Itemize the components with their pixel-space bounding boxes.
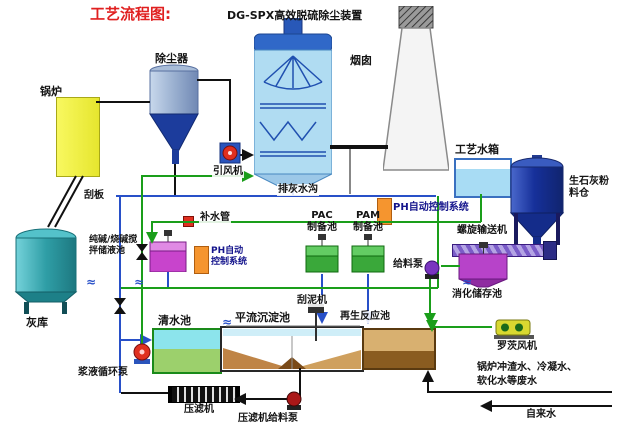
water-wave-symbol: ≈ bbox=[462, 275, 473, 289]
pac-tank-label: PAC 制备池 bbox=[307, 210, 337, 233]
boiler-label: 锅炉 bbox=[40, 85, 62, 98]
induced-fan-label: 引风机 bbox=[212, 166, 244, 178]
wastewater-label: 锅炉冲渣水、冷凝水、 软化水等废水 bbox=[477, 362, 577, 387]
water-wave-symbol: ≈ bbox=[222, 315, 233, 329]
dust-collector-label: 除尘器 bbox=[155, 52, 188, 65]
induced-fan-icon bbox=[219, 142, 241, 164]
filter-press-pump-label: 压滤机给料泵 bbox=[238, 413, 298, 424]
conveyor-motor-icon bbox=[543, 241, 557, 260]
tower-internals bbox=[259, 55, 326, 157]
lime-silo-label: 生石灰粉 料仓 bbox=[569, 176, 609, 199]
boiler bbox=[56, 97, 100, 177]
clear-water-tank-label: 清水池 bbox=[158, 314, 191, 327]
filter-press-feed-pump-icon bbox=[286, 391, 302, 410]
ph-control-box-left bbox=[194, 246, 209, 274]
alkali-mixing-tank bbox=[149, 230, 187, 272]
sedimentation-tank bbox=[220, 326, 364, 372]
chimney bbox=[383, 6, 449, 171]
valve-icon bbox=[114, 298, 126, 314]
lime-silo bbox=[510, 155, 565, 245]
mud-scraper-icon bbox=[226, 304, 360, 341]
wastewater-pipe bbox=[422, 370, 612, 393]
feed-pump-icon bbox=[424, 260, 440, 279]
valve-icon bbox=[136, 244, 148, 260]
ph-system-left-label: PH自动 控制系统 bbox=[211, 246, 248, 267]
regeneration-tank bbox=[362, 328, 436, 370]
alkali-tank-label: 纯碱/烧碱搅 拌储液池 bbox=[89, 235, 138, 256]
digestion-tank-label: 消化储存池 bbox=[452, 289, 502, 300]
digestion-tank bbox=[458, 242, 508, 288]
pam-tank-label: PAM 制备池 bbox=[353, 210, 383, 233]
scraper-label: 刮板 bbox=[84, 190, 104, 201]
sedimentation-tank-label: 平流沉淀池 bbox=[235, 311, 290, 324]
page-title: 工艺流程图: bbox=[90, 5, 171, 23]
pipes-black bbox=[47, 79, 612, 406]
makeup-water-pipe bbox=[146, 221, 481, 244]
slurry-pump-icon bbox=[133, 343, 151, 364]
regeneration-tank-label: 再生反应池 bbox=[339, 311, 391, 323]
dust-collector bbox=[149, 64, 199, 164]
filter-press-label: 压滤机 bbox=[184, 404, 214, 415]
makeup-pipe-label: 补水管 bbox=[199, 212, 231, 224]
pac-tank bbox=[305, 234, 339, 273]
screw-conveyor-label: 螺旋输送机 bbox=[457, 225, 507, 236]
ph-system-right-label: PH自动控制系统 bbox=[393, 202, 469, 213]
pam-tank bbox=[351, 234, 385, 273]
device-title: DG-SPX高效脱硫除尘装置 bbox=[227, 9, 363, 22]
roots-blower-label: 罗茨风机 bbox=[497, 341, 537, 352]
slurry-pump-label: 浆液循环泵 bbox=[78, 367, 128, 378]
process-water-tank-label: 工艺水箱 bbox=[455, 143, 499, 156]
air-pipe bbox=[426, 320, 492, 332]
feed-pump-label: 给料泵 bbox=[393, 259, 423, 270]
water-wave-symbol: ≈ bbox=[86, 275, 97, 289]
scraper-conveyor-line bbox=[47, 175, 84, 228]
mud-scraper-label: 刮泥机 bbox=[296, 295, 328, 307]
ph-control-box-right bbox=[377, 198, 392, 225]
tap-water-label: 自来水 bbox=[526, 409, 556, 420]
ash-ditch-label: 排灰水沟 bbox=[277, 184, 319, 196]
ash-silo bbox=[14, 228, 78, 314]
desulfurization-tower bbox=[254, 18, 332, 189]
pipes-blue bbox=[116, 188, 436, 393]
roots-blower-icon bbox=[494, 319, 534, 339]
water-wave-symbol: ≈ bbox=[134, 275, 145, 289]
ash-silo-label: 灰库 bbox=[26, 316, 48, 329]
pipe bbox=[197, 79, 231, 141]
chimney-label: 烟囱 bbox=[350, 54, 372, 67]
